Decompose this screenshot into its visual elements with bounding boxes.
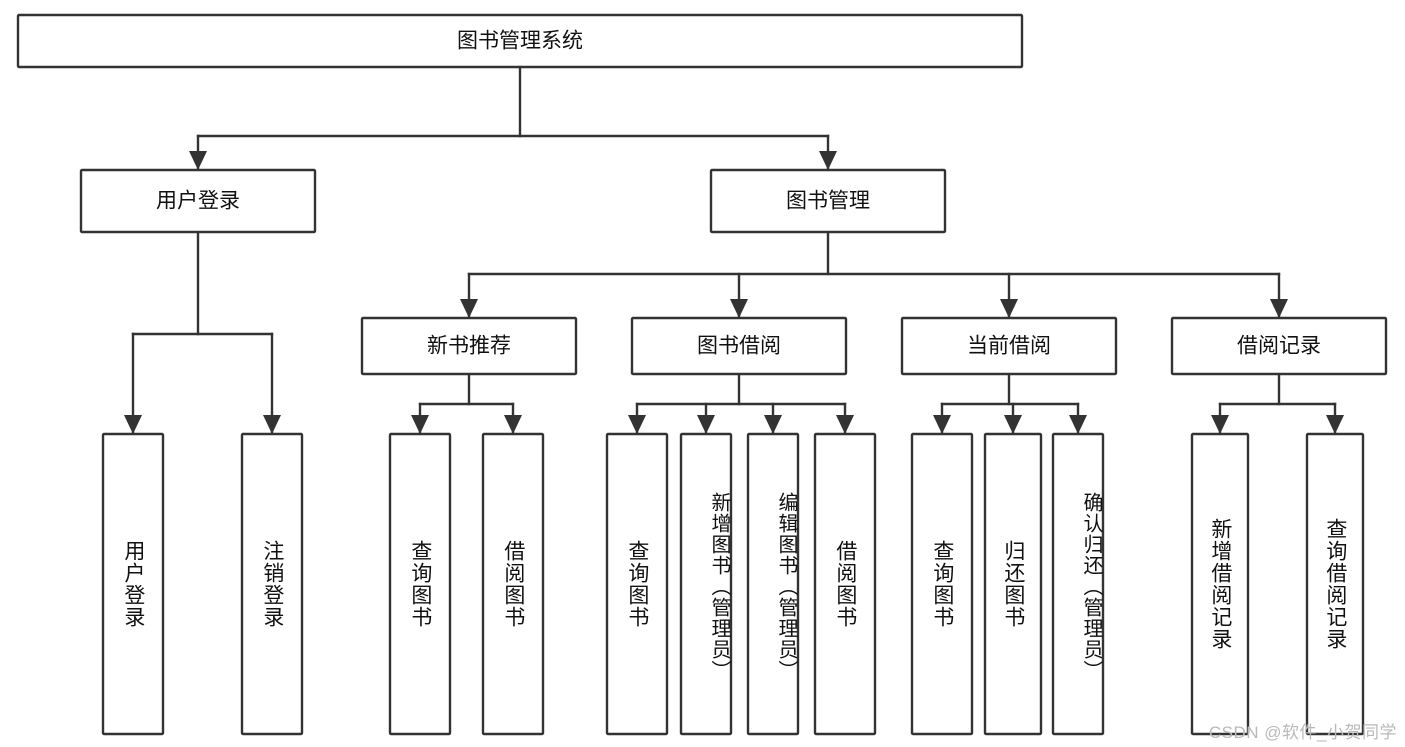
node-box-leaf-add-record[interactable] xyxy=(1190,432,1250,736)
arrow-head-icon-leaf-query-book-2 xyxy=(628,415,646,434)
arrow-head-icon-leaf-query-record xyxy=(1326,415,1344,434)
node-box-leaf-user-login[interactable] xyxy=(101,432,165,736)
node-box-leaf-borrow-book-2[interactable] xyxy=(813,432,877,736)
node-box-layer xyxy=(16,13,1388,736)
node-box-leaf-query-book-2[interactable] xyxy=(605,432,669,736)
node-box-book-borrow[interactable] xyxy=(630,316,848,376)
arrow-head-icon-leaf-return-book xyxy=(1004,415,1022,434)
arrow-head-icon-leaf-borrow-book-2 xyxy=(836,415,854,434)
node-label-borrow-record: 借阅记录 xyxy=(1237,335,1321,358)
arrow-head-icon-book-manage xyxy=(819,151,837,170)
node-box-leaf-query-record[interactable] xyxy=(1305,432,1365,736)
node-box-current-borrow[interactable] xyxy=(900,316,1118,376)
node-box-root[interactable] xyxy=(16,13,1024,69)
node-box-new-book-recommend[interactable] xyxy=(360,316,578,376)
node-box-borrow-record[interactable] xyxy=(1170,316,1388,376)
arrow-head-icon-leaf-add-record xyxy=(1211,415,1229,434)
arrow-head-icon-leaf-edit-book xyxy=(764,415,782,434)
node-box-leaf-confirm-return[interactable] xyxy=(1051,432,1105,736)
node-label-user-login: 用户登录 xyxy=(156,190,240,213)
watermark-text: CSDN @软件_小贺同学 xyxy=(1208,723,1397,742)
node-box-leaf-query-book-1[interactable] xyxy=(388,432,452,736)
node-box-book-manage[interactable] xyxy=(709,168,947,234)
arrow-head-icon-leaf-logout xyxy=(263,415,281,434)
node-box-leaf-edit-book[interactable] xyxy=(746,432,800,736)
node-label-book-manage: 图书管理 xyxy=(786,190,870,213)
connector-layer xyxy=(124,65,1344,436)
arrow-head-icon-leaf-user-login xyxy=(124,415,142,434)
node-label-book-borrow: 图书借阅 xyxy=(697,335,781,358)
arrow-head-icon-book-borrow xyxy=(730,299,748,318)
node-label-current-borrow: 当前借阅 xyxy=(967,335,1051,358)
node-box-leaf-logout[interactable] xyxy=(240,432,304,736)
arrow-head-icon-leaf-confirm-return xyxy=(1069,415,1087,434)
arrow-head-icon-leaf-query-book-1 xyxy=(411,415,429,434)
node-box-leaf-borrow-book-1[interactable] xyxy=(481,432,545,736)
node-label-root: 图书管理系统 xyxy=(457,30,583,53)
arrow-head-icon-new-book-recommend xyxy=(460,299,478,318)
node-box-leaf-query-book-3[interactable] xyxy=(910,432,974,736)
node-label-new-book-recommend: 新书推荐 xyxy=(427,335,511,358)
arrow-head-icon-current-borrow xyxy=(1000,299,1018,318)
arrow-head-icon-user-login xyxy=(189,151,207,170)
arrow-head-icon-borrow-record xyxy=(1270,299,1288,318)
node-box-user-login[interactable] xyxy=(79,168,317,234)
node-box-leaf-return-book[interactable] xyxy=(983,432,1043,736)
arrow-head-icon-leaf-add-book xyxy=(697,415,715,434)
arrow-head-icon-leaf-query-book-3 xyxy=(933,415,951,434)
arrow-head-icon-leaf-borrow-book-1 xyxy=(504,415,522,434)
node-box-leaf-add-book[interactable] xyxy=(679,432,733,736)
